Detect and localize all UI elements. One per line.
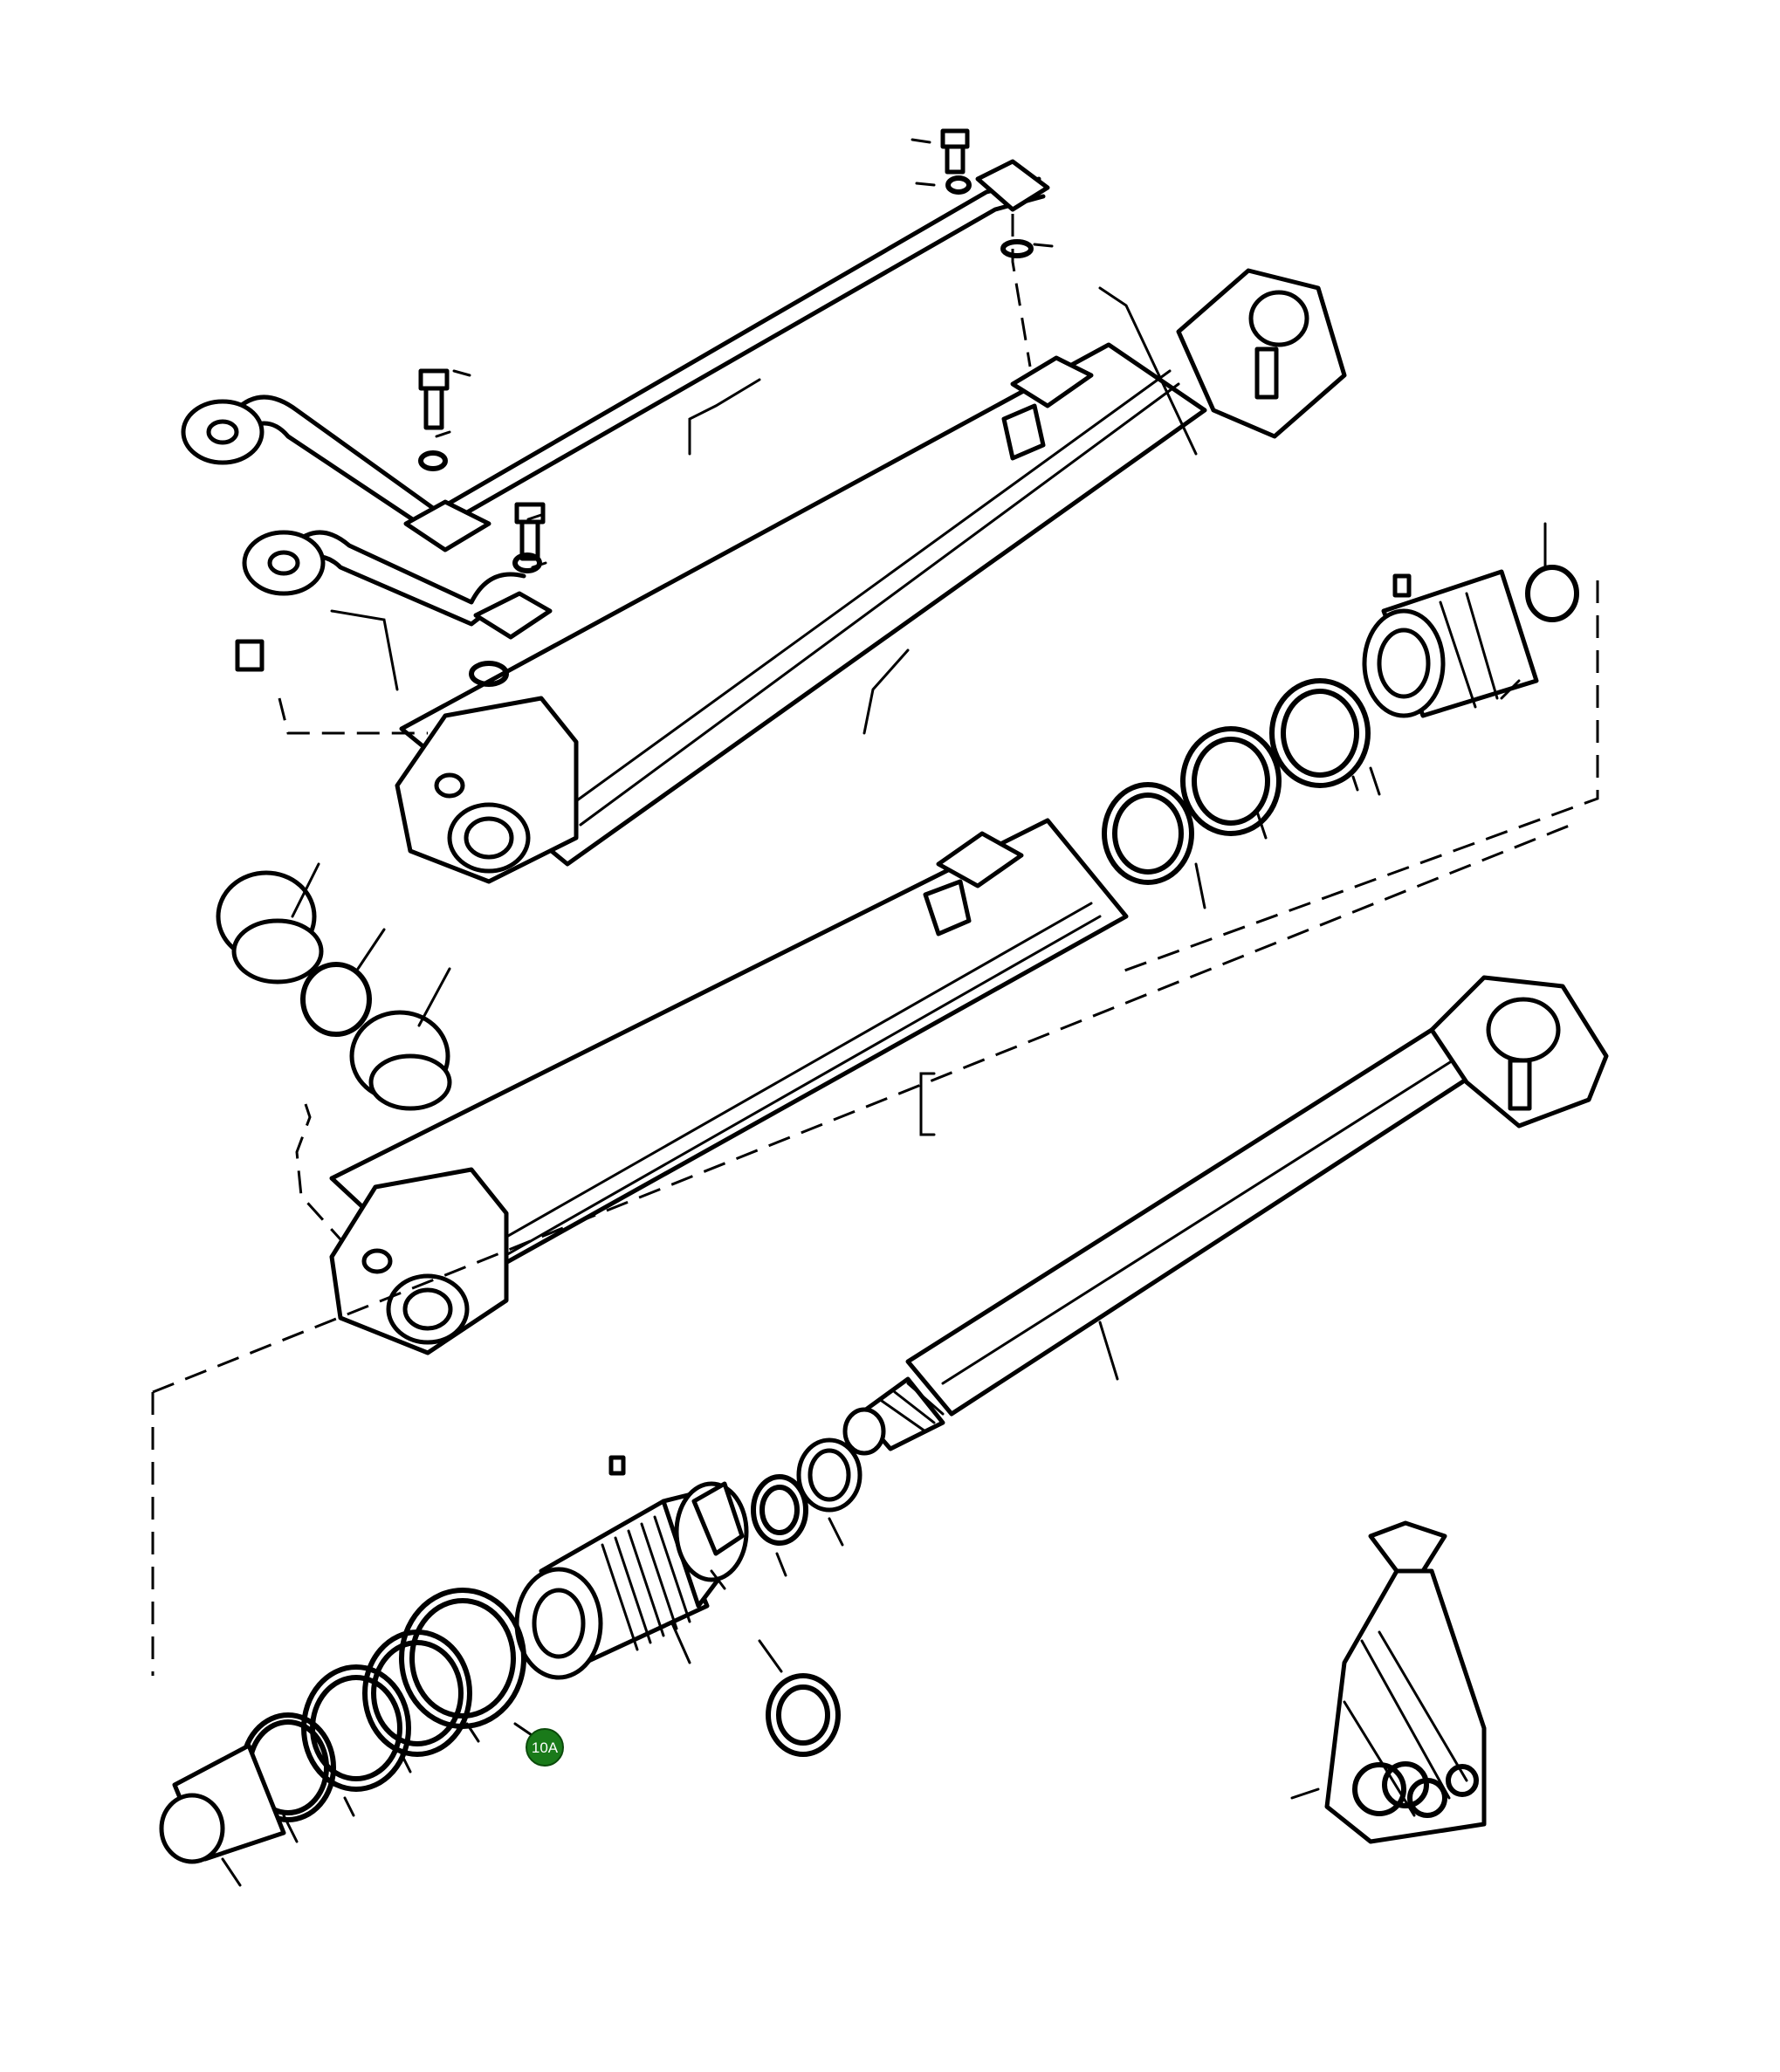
assembled-cylinder — [395, 268, 1347, 884]
callout-leaders — [221, 138, 1547, 1887]
hotspot-marker[interactable] — [526, 1728, 564, 1767]
seal-ring-stack-upper — [1102, 565, 1579, 885]
seal-ring-stack-lower — [159, 1437, 863, 1864]
seal-kit-bag-icon — [1324, 1520, 1487, 1844]
bushings-left — [216, 870, 452, 1111]
hotspot-label: 10A — [532, 1739, 559, 1756]
cylinder-barrel — [329, 818, 1129, 1355]
piston-rod — [842, 975, 1609, 1456]
hydraulic-tubes — [181, 128, 1050, 687]
piston-gland — [514, 1455, 749, 1680]
hotspot-10a[interactable]: 10A — [526, 1728, 564, 1767]
